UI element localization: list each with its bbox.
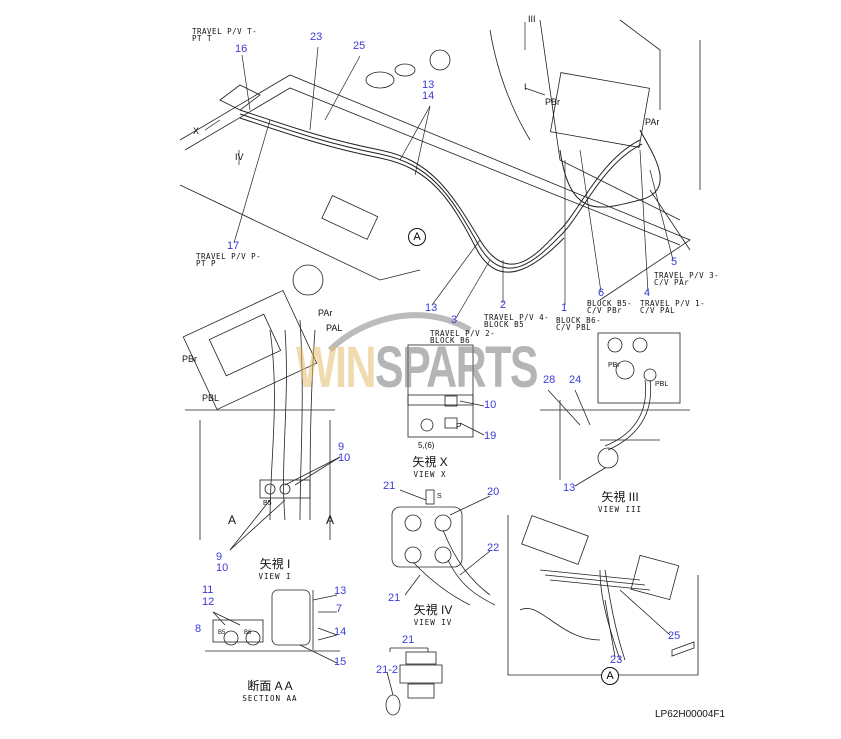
view-iii-marker: III bbox=[528, 14, 536, 24]
callout-21: 21 bbox=[383, 480, 396, 492]
detail-marker-a: A bbox=[408, 228, 426, 246]
caption-travel-t: TRAVEL P/V T- PT T bbox=[192, 27, 258, 43]
watermark: WINSPARTS bbox=[296, 335, 539, 400]
port-pbr: PBr bbox=[182, 354, 198, 364]
callout-12: 12 bbox=[202, 596, 215, 608]
section-a-right: A bbox=[326, 513, 335, 527]
port-par-top: PAr bbox=[645, 117, 660, 127]
callout-13: 13 bbox=[563, 482, 576, 494]
callout-2: 2 bbox=[500, 299, 507, 311]
callout-13: 13 bbox=[422, 79, 435, 91]
view-iv-drawing bbox=[391, 489, 496, 606]
callout-14: 14 bbox=[422, 90, 435, 102]
caption-block-b5: BLOCK B5- C/V PBr bbox=[587, 299, 633, 315]
callout-16: 16 bbox=[235, 43, 248, 55]
drawing-code: LP62H00004F1 bbox=[655, 709, 726, 720]
callout-10: 10 bbox=[484, 399, 497, 411]
detail-marker-a-bottom: A bbox=[601, 667, 619, 685]
view-iv-marker: IV bbox=[235, 152, 244, 162]
view-a-drawing bbox=[507, 515, 699, 676]
callout-9: 9 bbox=[216, 551, 223, 563]
callout-3: 3 bbox=[451, 314, 458, 326]
callout-10: 10 bbox=[216, 562, 229, 574]
callout-21-2: 21-2 bbox=[376, 664, 399, 676]
caption-travel-p: TRAVEL P/V P- PT P bbox=[196, 252, 262, 268]
callout-4: 4 bbox=[644, 287, 651, 299]
block-b5-section: B5 bbox=[218, 630, 226, 636]
callout-28: 28 bbox=[543, 374, 556, 386]
callout-8: 8 bbox=[195, 623, 202, 635]
caption-block-b6: BLOCK B6- C/V PBL bbox=[556, 316, 602, 332]
callout-6: 6 bbox=[598, 287, 605, 299]
callout-20: 20 bbox=[487, 486, 500, 498]
callout-11: 11 bbox=[202, 584, 214, 596]
section-a-left: A bbox=[228, 513, 237, 527]
block-b5-label: B5 bbox=[263, 500, 272, 507]
callout-19: 19 bbox=[484, 430, 497, 442]
port-s: S bbox=[437, 493, 442, 500]
callout-23: 23 bbox=[610, 654, 623, 666]
callout-17: 17 bbox=[227, 240, 240, 252]
hose-bundle-top bbox=[239, 109, 661, 273]
port-par: PAr bbox=[318, 308, 333, 318]
caption-travel-4: TRAVEL P/V 4- BLOCK B5 bbox=[484, 313, 550, 329]
control-valve-drawing bbox=[182, 264, 341, 551]
callout-15: 15 bbox=[334, 656, 347, 668]
callout-7: 7 bbox=[336, 603, 343, 615]
port-pbr-top: PBr bbox=[545, 97, 561, 107]
callout-14: 14 bbox=[334, 626, 347, 638]
block-b6-section: B6 bbox=[244, 630, 252, 636]
port-pbl-view3: PBL bbox=[655, 381, 669, 388]
section-aa-drawing bbox=[205, 589, 340, 664]
callout-23: 23 bbox=[310, 31, 323, 43]
port-p: P bbox=[456, 422, 462, 431]
callout-13: 13 bbox=[334, 585, 347, 597]
callout-1: 1 bbox=[561, 302, 568, 314]
view-iii-drawing bbox=[540, 332, 690, 487]
callout-13: 13 bbox=[425, 302, 438, 314]
callout-21: 21 bbox=[402, 634, 415, 646]
callout-10: 10 bbox=[338, 452, 351, 464]
caption-travel-3: TRAVEL P/V 3- C/V PAr bbox=[654, 271, 720, 287]
port-pal: PAL bbox=[326, 323, 343, 333]
callout-5: 5 bbox=[671, 256, 678, 268]
callout-24: 24 bbox=[569, 374, 582, 386]
port-pbr-view3: PBr bbox=[608, 362, 620, 369]
view-i-marker: I bbox=[524, 82, 527, 92]
callout-22: 22 bbox=[487, 542, 500, 554]
port-5-6: 5,(6) bbox=[418, 441, 435, 450]
port-pbl: PBL bbox=[202, 393, 220, 403]
caption-travel-2: TRAVEL P/V 2- BLOCK B6 bbox=[430, 329, 496, 345]
caption-travel-1: TRAVEL P/V 1- C/V PAL bbox=[640, 299, 706, 315]
leader-lines-top bbox=[204, 22, 674, 319]
view-x-marker: X bbox=[193, 126, 200, 136]
callout-25: 25 bbox=[668, 630, 681, 642]
view-x-drawing bbox=[407, 344, 485, 438]
callout-9: 9 bbox=[338, 441, 345, 453]
watermark-arc bbox=[327, 312, 472, 353]
pressure-sensor-drawing bbox=[385, 647, 443, 716]
upper-frame-drawing bbox=[179, 19, 701, 301]
callout-21: 21 bbox=[388, 592, 401, 604]
callout-25: 25 bbox=[353, 40, 366, 52]
